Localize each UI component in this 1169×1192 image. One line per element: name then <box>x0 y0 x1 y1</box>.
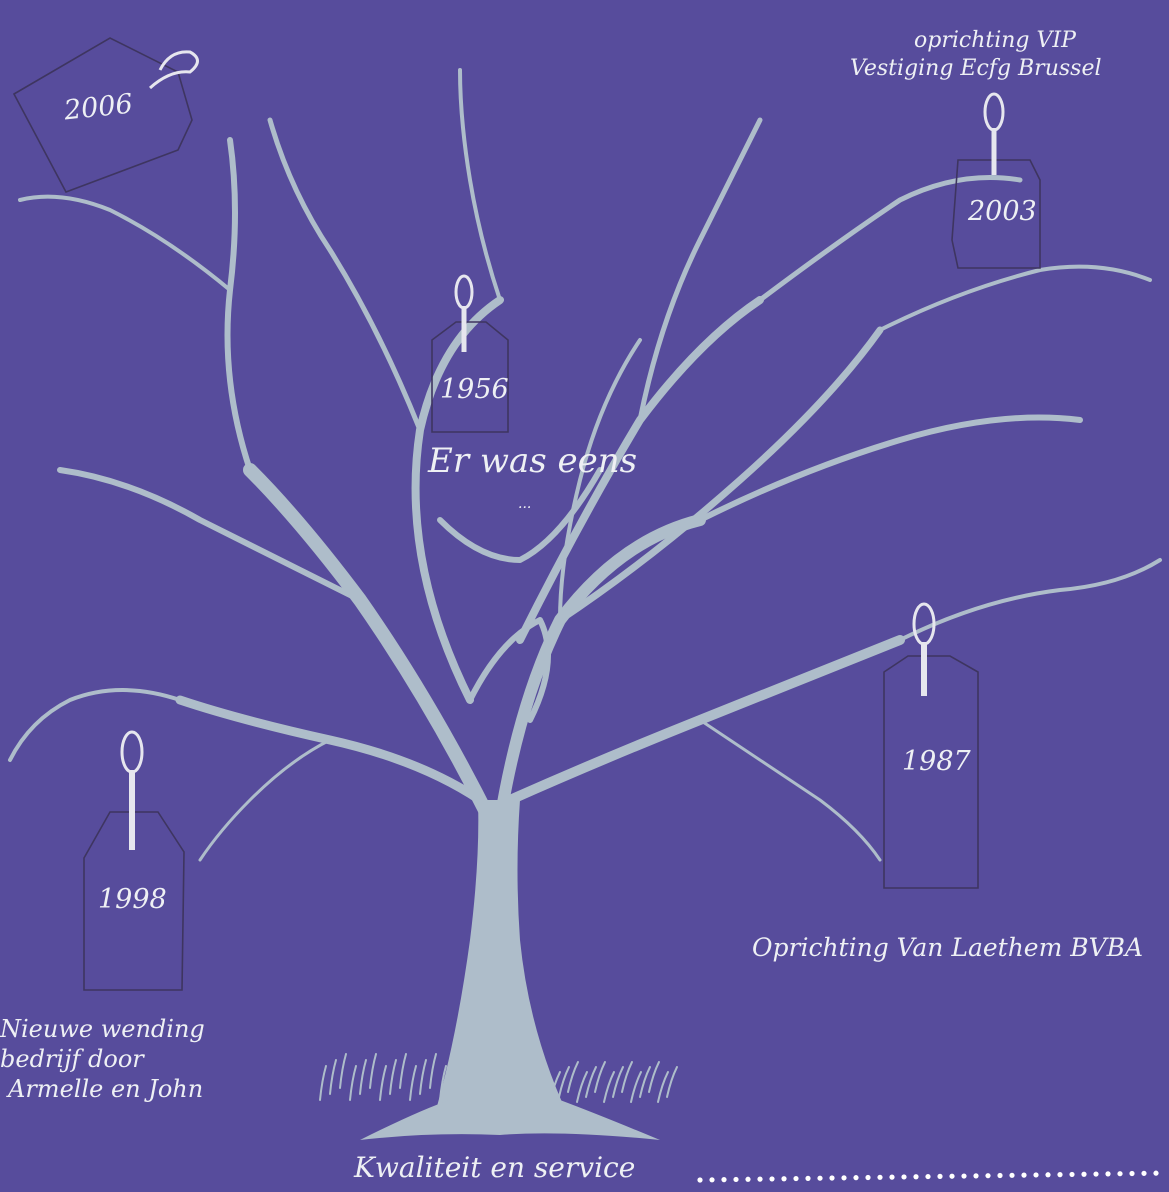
caption-vip-line1: oprichting VIP <box>914 28 1076 53</box>
caption-nieuwe-line1: Nieuwe wending <box>0 1016 205 1044</box>
tag-label-1987: 1987 <box>902 746 971 777</box>
tag-label-2003: 2003 <box>968 196 1037 227</box>
tree-trunk <box>430 800 575 1130</box>
caption-nieuwe-line2: bedrijf door <box>0 1046 144 1074</box>
tag-label-1956: 1956 <box>440 374 509 405</box>
caption-center-line1: Er was eens <box>428 442 637 481</box>
caption-nieuwe-line3: Armelle en John <box>8 1076 203 1104</box>
caption-center-line2: ... <box>518 496 531 512</box>
tree-root-base <box>360 1100 660 1140</box>
tag-1998 <box>84 732 184 990</box>
caption-vip-line2: Vestiging Ecfg Brussel <box>850 56 1102 81</box>
dotted-line <box>697 1171 1158 1183</box>
tag-label-1998: 1998 <box>98 884 167 915</box>
caption-laethem: Oprichting Van Laethem BVBA <box>752 934 1143 963</box>
caption-footer: Kwaliteit en service <box>354 1152 635 1184</box>
